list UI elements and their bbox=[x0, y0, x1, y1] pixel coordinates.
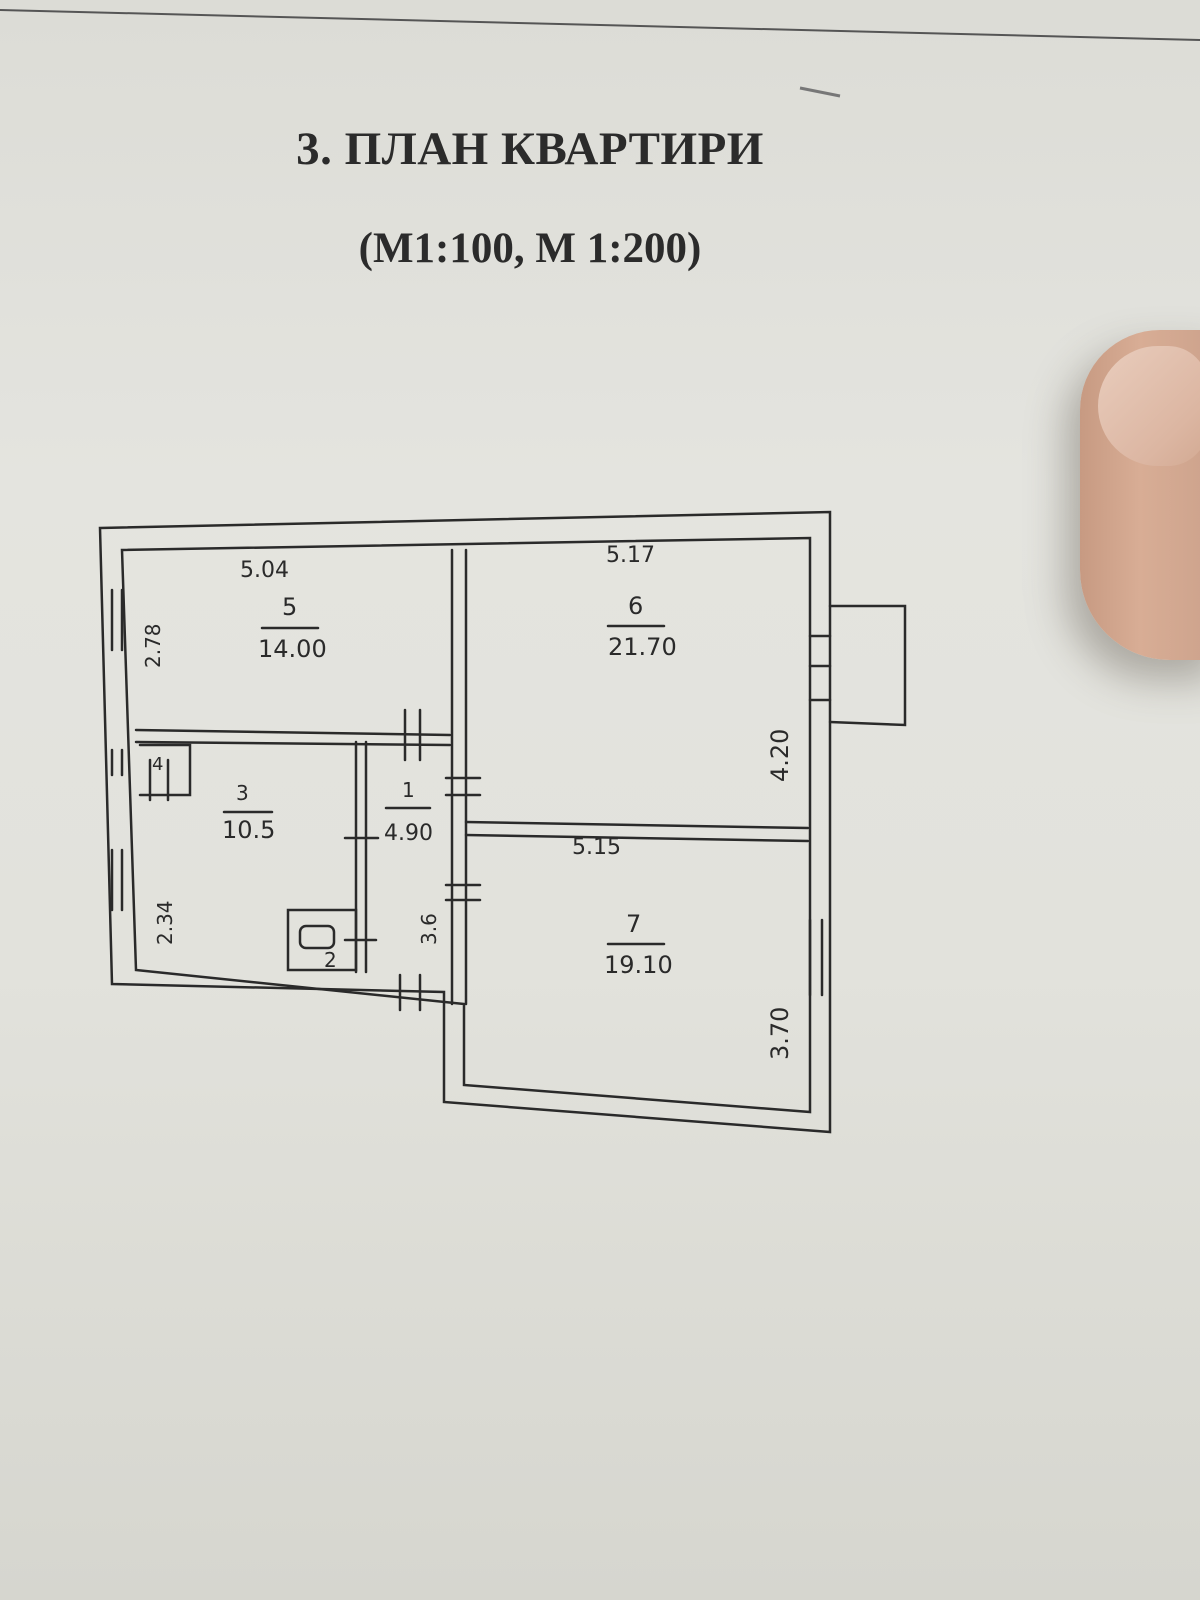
room-1-area: 4.90 bbox=[384, 821, 433, 846]
toilet-icon bbox=[298, 924, 336, 950]
room-6-height: 4.20 bbox=[766, 729, 794, 782]
room-7-height: 3.70 bbox=[766, 1007, 794, 1060]
room-6-width: 5.17 bbox=[606, 543, 655, 568]
room-3-area: 10.5 bbox=[222, 816, 275, 844]
door-6 bbox=[444, 776, 482, 797]
balcony bbox=[828, 604, 907, 727]
window-right bbox=[808, 918, 824, 997]
room-1-number: 1 bbox=[402, 778, 415, 802]
room-2-number: 2 bbox=[324, 948, 337, 972]
room-5-area: 14.00 bbox=[258, 635, 327, 663]
room-7-area: 19.10 bbox=[604, 951, 673, 979]
room-5-height: 2.78 bbox=[141, 623, 165, 668]
inner-wall bbox=[120, 536, 812, 1114]
partition-wall-3-1 bbox=[354, 740, 368, 974]
room-4-number: 4 bbox=[152, 754, 163, 775]
room-6-area: 21.70 bbox=[608, 633, 677, 661]
partition-wall bbox=[134, 728, 452, 747]
fingernail bbox=[1098, 346, 1200, 466]
door-7 bbox=[444, 883, 482, 902]
room-3-number: 3 bbox=[236, 781, 249, 805]
window-left-mid bbox=[110, 748, 124, 777]
outer-wall bbox=[98, 510, 832, 1134]
room-1-height: 3.6 bbox=[417, 913, 441, 945]
room-4-box bbox=[138, 743, 192, 797]
room-5-width: 5.04 bbox=[240, 558, 289, 583]
room-6-number: 6 bbox=[628, 592, 643, 620]
finger bbox=[1080, 330, 1200, 660]
entrance-door bbox=[398, 973, 422, 1012]
room-4-marks bbox=[148, 758, 170, 802]
window-left-top bbox=[110, 588, 124, 652]
window-left-bottom bbox=[110, 848, 124, 912]
scale-label: (М1:100, М 1:200) bbox=[358, 225, 702, 272]
room-7-width: 5.15 bbox=[572, 835, 621, 860]
partition-wall-6-7 bbox=[464, 820, 810, 843]
room-3-height: 2.34 bbox=[153, 900, 177, 945]
page-title: 3. ПЛАН КВАРТИРИ bbox=[296, 123, 764, 175]
door-5 bbox=[403, 708, 422, 762]
balcony-door bbox=[808, 634, 832, 702]
room-7-number: 7 bbox=[626, 910, 641, 938]
room-2-box bbox=[286, 908, 358, 972]
room-5-number: 5 bbox=[282, 593, 297, 621]
